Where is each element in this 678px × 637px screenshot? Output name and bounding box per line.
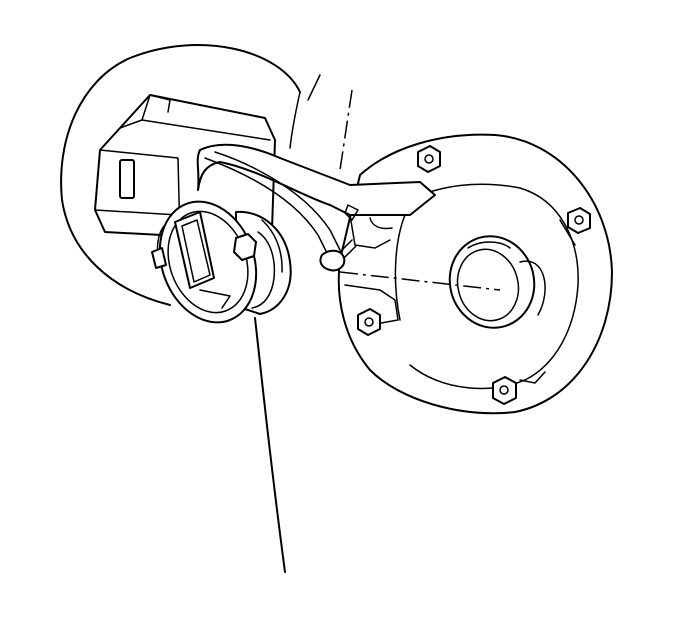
center-axis-line bbox=[339, 271, 501, 291]
mounting-bolt bbox=[492, 376, 517, 405]
retaining-pin bbox=[319, 204, 359, 272]
filler-neck-opening bbox=[448, 235, 546, 329]
cap-tether bbox=[196, 143, 436, 256]
cap-nut bbox=[233, 233, 257, 261]
bracket-slot bbox=[119, 159, 135, 199]
fuel-filler-cap bbox=[151, 200, 292, 324]
cap-grip bbox=[174, 211, 215, 289]
assembly-leader-lines bbox=[307, 74, 353, 171]
mounting-bolt bbox=[357, 308, 381, 336]
fuel-door-recess bbox=[60, 44, 301, 573]
mounting-bolt bbox=[567, 207, 591, 234]
mounting-bolt bbox=[417, 145, 441, 173]
